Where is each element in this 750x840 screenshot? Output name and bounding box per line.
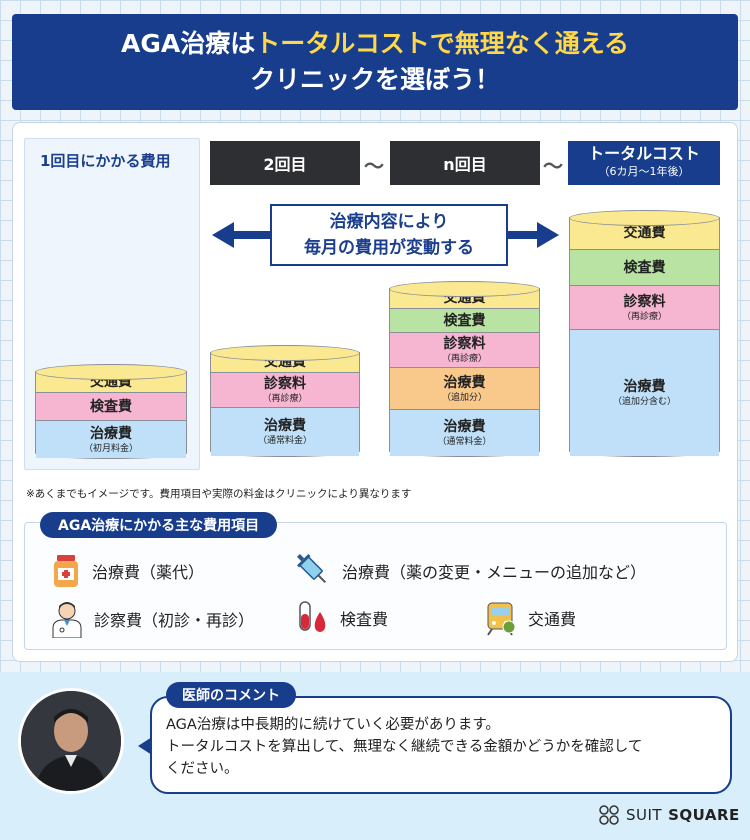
segment-consult: 診察料（再診療） xyxy=(211,372,359,407)
comment-bubble xyxy=(150,696,732,794)
blood-test-icon xyxy=(299,601,326,632)
segment-transport: 交通費 xyxy=(211,352,359,372)
title-banner: AGA治療はトータルコストで無理なく通える クリニックを選ぼう！ xyxy=(12,14,738,110)
comment-text: AGA治療は中長期的に続けていく必要があります。 トータルコストを算出して、無理… xyxy=(166,717,643,777)
segment-consult: 診察料（再診療） xyxy=(390,332,539,367)
segment-test: 検査費 xyxy=(570,249,719,285)
train-icon xyxy=(487,602,516,636)
stack-first: 交通費 検査費 治療費（初月料金） xyxy=(35,364,187,459)
first-visit-title: 1回目にかかる費用 xyxy=(40,152,171,170)
tilde-1: 〜 xyxy=(364,154,384,178)
cost-items-title: AGA治療にかかる主な費用項目 xyxy=(40,512,278,538)
segment-extra: 治療費（追加分） xyxy=(390,367,539,409)
segment-treatment: 治療費（通常料金） xyxy=(390,409,539,456)
disclaimer-note: ※あくまでもイメージです。費用項目や実際の料金はクリニックにより異なります xyxy=(26,488,412,500)
doctor-photo xyxy=(21,691,121,791)
variation-label-box: 治療内容により 毎月の費用が変動する xyxy=(270,204,508,266)
arrow-right-icon xyxy=(537,222,559,248)
segment-treatment: 治療費（通常料金） xyxy=(211,407,359,456)
segment-test: 検査費 xyxy=(36,392,186,420)
segment-treatment: 治療費（追加分含む） xyxy=(570,329,719,456)
item-medicine: 治療費（薬代） xyxy=(50,553,204,589)
doctor-icon xyxy=(52,602,82,638)
item-test: 検査費 xyxy=(296,600,388,636)
banner-line-2: クリニックを選ぼう！ xyxy=(249,65,500,94)
banner-highlight: トータルコストで無理なく通える xyxy=(255,29,629,58)
segment-treatment: 治療費（初月料金） xyxy=(36,420,186,458)
brand-mark-icon xyxy=(599,805,619,825)
item-transport: 交通費 xyxy=(482,600,576,636)
syringe-icon xyxy=(297,554,327,584)
item-consult: 診察費（初診・再診） xyxy=(50,600,254,638)
stage-total: トータルコスト （6カ月〜1年後） xyxy=(568,141,720,185)
stack-second: 交通費 診察料（再診療） 治療費（通常料金） xyxy=(210,345,360,457)
stack-nth: 交通費 検査費 診察料（再診療） 治療費（追加分） 治療費（通常料金） xyxy=(389,281,540,457)
comment-bubble-tail xyxy=(138,737,152,755)
stage-nth: n回目 xyxy=(390,141,540,185)
stack-total: 交通費 検査費 診察料（再診療） 治療費（追加分含む） xyxy=(569,210,720,457)
medicine-bottle-icon xyxy=(54,555,78,587)
segment-transport: 交通費 xyxy=(36,371,186,392)
comment-label: 医師のコメント xyxy=(166,682,296,708)
item-change: 治療費（薬の変更・メニューの追加など） xyxy=(296,553,646,589)
segment-transport: 交通費 xyxy=(390,288,539,308)
tilde-2: 〜 xyxy=(543,154,563,178)
cost-items-box xyxy=(24,522,727,650)
banner-line-1: AGA治療はトータルコストで無理なく通える xyxy=(121,29,629,58)
stage-second: 2回目 xyxy=(210,141,360,185)
arrow-left-icon xyxy=(212,222,234,248)
segment-consult: 診察料（再診療） xyxy=(570,285,719,329)
segment-test: 検査費 xyxy=(390,308,539,332)
segment-transport: 交通費 xyxy=(570,217,719,249)
doctor-avatar xyxy=(18,688,124,794)
